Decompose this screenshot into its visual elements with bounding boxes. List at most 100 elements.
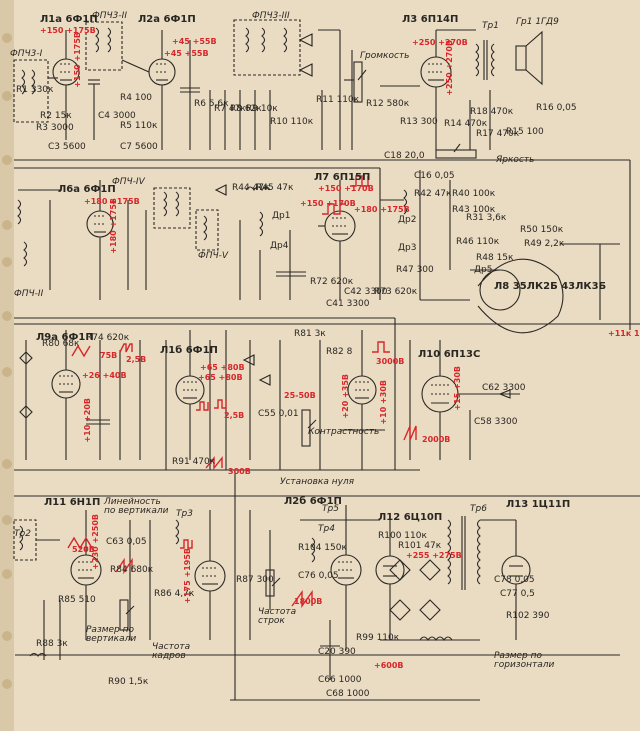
red-voltage-label: +175 +195В (183, 548, 192, 604)
component-label: Др3 (398, 243, 417, 253)
component-label: R44 47к (232, 183, 270, 193)
red-voltage-label: +150 +170В (318, 184, 374, 193)
red-voltage-label: +10 +20В (83, 398, 92, 443)
component-label: R45 47к (256, 183, 294, 193)
red-voltage-label: 520В (72, 545, 95, 554)
block-label: Тр5 (322, 504, 339, 514)
component-label: R18 470к (470, 107, 514, 117)
component-label: C58 3300 (474, 417, 518, 427)
component-label: R48 15к (476, 253, 514, 263)
component-label: R50 150к (520, 225, 564, 235)
component-label: C55 0,01 (258, 409, 299, 419)
red-voltage-label: +150 +175В (73, 32, 82, 88)
component-label: C42 3300 (344, 287, 388, 297)
block-label: ФПЧ-IV (112, 177, 145, 187)
red-voltage-label: 25-50В (284, 391, 316, 400)
component-label: R82 8 (326, 347, 353, 357)
component-label: R31 3,6к (466, 213, 507, 223)
component-label: R1 330к (16, 85, 54, 95)
red-voltage-label: 2000В (422, 435, 451, 444)
component-label: R101 47к (398, 541, 442, 551)
component-label: R10 110к (270, 117, 314, 127)
block-label: Тр2 (14, 529, 31, 539)
tube-label-l9a: Л9а 6Ф1П (36, 332, 94, 343)
vertical-linearity-label: Линейность по вертикали (104, 497, 169, 516)
block-label: Гр1 1ГД9 (516, 17, 559, 27)
component-label: R13 300 (400, 117, 438, 127)
zero-adjust-label: Установка нуля (280, 477, 355, 487)
component-label: R46 110к (456, 237, 500, 247)
component-label: C63 0,05 (106, 537, 147, 547)
component-label: R88 3к (36, 639, 68, 649)
component-label: C16 0,05 (414, 171, 455, 181)
component-label: C77 0,5 (500, 589, 535, 599)
component-label: R42 47к (414, 189, 452, 199)
component-label: R15 100 (506, 127, 544, 137)
volume-control-label: Громкость (360, 51, 410, 61)
block-label: ФПЧ-V (198, 251, 229, 261)
component-label: R12 580к (366, 99, 410, 109)
line-frequency-label: Частота строк (258, 607, 297, 626)
horizontal-size-label: Размер по горизонтали (494, 651, 555, 670)
tube-label-l8: Л8 35ЛК2Б 43ЛК3Б (494, 281, 607, 292)
component-label: R85 510 (58, 595, 96, 605)
red-voltage-label: +26 +40В (82, 371, 127, 380)
component-label: Др5 (474, 265, 493, 275)
block-label: ФПЧ-II (14, 289, 44, 299)
tube-label-l13: Л13 1Ц11П (506, 499, 571, 510)
tube-voltage-l3: +250 +270В (412, 38, 468, 47)
red-voltage-label: +20 +35В (341, 374, 350, 419)
component-label: R49 2,2к (524, 239, 565, 249)
tube-label-l7: Л7 6П15П (314, 172, 371, 183)
vertical-size-label: Размер по вертикали (86, 625, 137, 644)
component-label: C41 3300 (326, 299, 370, 309)
tube-voltage-l6a: +180 +175В (84, 197, 140, 206)
component-label: R3 3000 (36, 123, 74, 133)
component-label: Др1 (272, 211, 291, 221)
component-label: R8 62к (230, 104, 262, 114)
component-label: R7 47к (214, 104, 246, 114)
red-voltage-label: +180 +175В (354, 205, 410, 214)
component-label: R87 300 (236, 575, 274, 585)
component-label: R5 110к (120, 121, 158, 131)
tube-voltage-l2a: +45 +55В (172, 37, 217, 46)
component-label: R74 620к (86, 333, 130, 343)
red-voltage-label: 75В (100, 351, 118, 360)
red-voltage-label: 1800В (294, 597, 323, 606)
component-label: C76 0,05 (298, 571, 339, 581)
tube-label-l1b: Л1б 6Ф1П (160, 345, 218, 356)
red-voltage-label: 2,5В (224, 411, 245, 420)
tube-label-l12: Л12 6Ц10П (378, 512, 443, 523)
block-label: ФПЧ3-III (252, 11, 290, 21)
block-label: ФПЧ3-II (92, 11, 127, 21)
tube-label-l2b: Л2б 6Ф1П (284, 496, 342, 507)
component-label: R6 5,6к (194, 99, 229, 109)
component-label: Др4 (270, 241, 289, 251)
component-label: R100 110к (378, 531, 427, 541)
component-label: R86 4,7к (154, 589, 195, 599)
component-label: R80 68к (42, 339, 80, 349)
component-label: C3 5600 (48, 142, 86, 152)
component-label: C78 0,05 (494, 575, 535, 585)
component-label: C4 3000 (98, 111, 136, 121)
red-voltage-label: +600В (374, 661, 404, 670)
red-voltage-label: +10 +30В (379, 380, 388, 425)
tube-voltage-l7: +150 +170В (300, 199, 356, 208)
tube-label-l3: Л3 6П14П (402, 14, 459, 25)
block-label: Тр6 (470, 504, 487, 514)
component-label: Др2 (398, 215, 417, 225)
component-label: R84 680к (110, 565, 154, 575)
component-label: R102 390 (506, 611, 550, 621)
tube-label-l1a: Л1а 6Ф1П (40, 14, 98, 25)
tube-label-l2a: Л2а 6Ф1П (138, 14, 196, 25)
block-label: Тр4 (318, 524, 335, 534)
contrast-control-label: Контрастность (308, 427, 380, 437)
red-voltage-label: +250 +270В (445, 40, 454, 96)
tube-voltage-l1b: +65 +80В (200, 363, 245, 372)
component-label: R16 0,05 (536, 103, 577, 113)
component-label: C18 20,0 (384, 151, 425, 161)
red-voltage-label: +45 +55В (164, 49, 209, 58)
component-label: R40 100к (452, 189, 496, 199)
block-label: Тр3 (176, 509, 193, 519)
